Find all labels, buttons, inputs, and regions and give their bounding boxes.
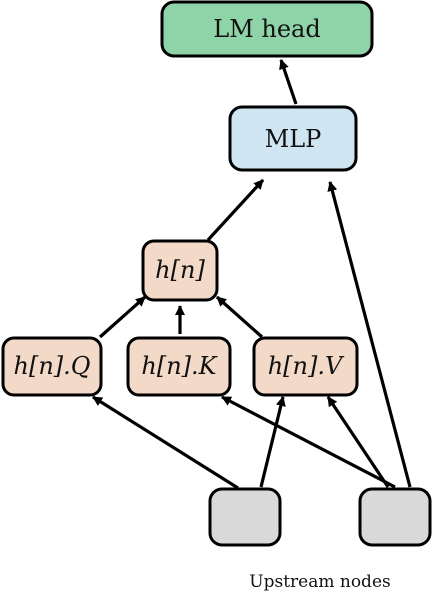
node-upstream-2 — [358, 487, 432, 547]
edge-upstream2-to-hnk — [221, 395, 396, 489]
h-n-box — [141, 239, 219, 302]
edge-upstream1-to-hnq — [92, 395, 239, 490]
mlp-label: MLP — [265, 125, 322, 153]
upstream-1-box — [208, 487, 282, 547]
edge-hnq-to-hn — [98, 295, 147, 339]
node-h-n-k: h[n].K — [126, 336, 232, 397]
node-h-n: h[n] — [141, 239, 219, 302]
edge-upstream1-to-hnv — [259, 396, 286, 488]
upstream-2-box — [358, 487, 432, 547]
edge-mlp-to-lm-head — [279, 59, 298, 105]
upstream-nodes-caption: Upstream nodes — [249, 572, 390, 592]
node-h-n-q: h[n].Q — [1, 336, 103, 397]
node-mlp: MLP — [228, 105, 358, 172]
node-lm-head: LM head — [160, 0, 374, 58]
h-n-q-box — [1, 336, 103, 397]
edge-hnv-to-hn — [215, 295, 264, 339]
mlp-box — [228, 105, 358, 172]
node-upstream-1 — [208, 487, 282, 547]
edge-upstream2-to-mlp — [327, 181, 412, 488]
h-n-v-label: h[n].V — [268, 352, 345, 380]
h-n-v-box — [252, 336, 359, 397]
h-n-k-label: h[n].K — [141, 352, 218, 380]
lm-head-label: LM head — [213, 15, 320, 43]
lm-head-box — [160, 0, 374, 58]
h-n-label: h[n] — [155, 256, 205, 284]
edge-hn-to-mlp — [206, 178, 265, 242]
edge-upstream2-to-hnv — [326, 396, 390, 488]
node-h-n-v: h[n].V — [252, 336, 359, 397]
h-n-k-box — [126, 336, 232, 397]
h-n-q-label: h[n].Q — [14, 352, 91, 380]
